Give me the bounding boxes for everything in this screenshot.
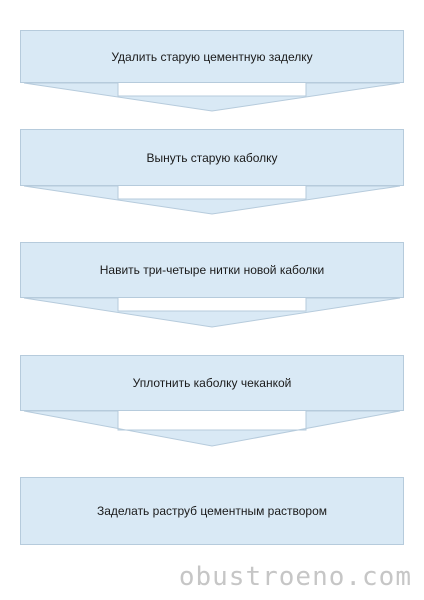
arrow-down-3 <box>23 297 401 328</box>
watermark: obustroeno.com <box>178 562 412 592</box>
arrow-down-1 <box>23 82 401 112</box>
step-label-3: Навить три-четыре нитки новой каболки <box>99 263 325 277</box>
step-box-1: Удалить старую цементную заделку <box>20 30 404 83</box>
step-label-5: Заделать раструб цементным раствором <box>96 504 328 518</box>
step-label-4: Уплотнить каболку чеканкой <box>132 376 292 390</box>
step-box-3: Навить три-четыре нитки новой каболки <box>20 242 404 298</box>
step-box-4: Уплотнить каболку чеканкой <box>20 355 404 411</box>
arrow-down-2 <box>23 185 401 215</box>
step-box-2: Вынуть старую каболку <box>20 129 404 186</box>
step-box-5: Заделать раструб цементным раствором <box>20 477 404 545</box>
arrow-down-4 <box>23 410 401 447</box>
step-label-2: Вынуть старую каболку <box>146 150 278 165</box>
step-label-1: Удалить старую цементную заделку <box>111 49 313 64</box>
